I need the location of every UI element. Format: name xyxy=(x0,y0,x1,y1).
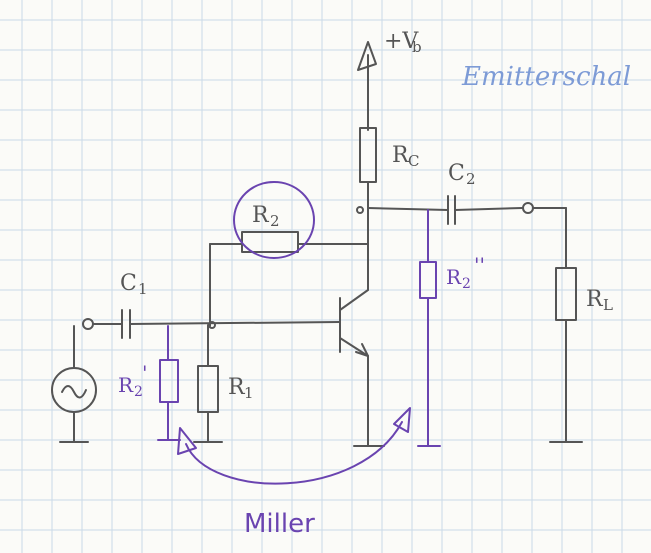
output-network: C 2 R L xyxy=(356,161,613,443)
miller-r2-output: R 2 '' xyxy=(417,209,485,447)
r2-highlight-circle xyxy=(233,181,315,259)
c2-label-sub: 2 xyxy=(466,170,476,188)
arrow-icon xyxy=(177,427,197,455)
r2p-label-mark: ' xyxy=(142,361,148,385)
page-heading: Emitterschal xyxy=(461,62,631,92)
supply-terminal: +V b xyxy=(357,29,422,131)
rl-label: R xyxy=(586,287,604,312)
resistor-r2: R 2 xyxy=(209,181,369,327)
resistor-rl xyxy=(555,267,577,321)
miller-arrow: Miller xyxy=(177,407,411,539)
resistor-r1 xyxy=(197,365,219,413)
c2-label: C xyxy=(448,161,465,186)
rc-label-sub: C xyxy=(408,152,419,170)
rc-label: R xyxy=(392,143,410,168)
input-network: C 1 R 1 xyxy=(51,271,341,443)
supply-label-sub: b xyxy=(412,38,422,56)
r2pp-label: R xyxy=(446,265,462,289)
arrow-icon xyxy=(393,407,411,433)
r2-label-sub: 2 xyxy=(270,212,280,230)
supply-label: +V xyxy=(384,29,419,54)
r2-label: R xyxy=(252,203,270,228)
c1-label: C xyxy=(120,271,137,296)
npn-transistor-icon xyxy=(339,243,385,447)
miller-label: Miller xyxy=(244,509,315,539)
resistor-rc: R C xyxy=(359,127,419,245)
r2pp-label-sub: 2 xyxy=(462,276,471,292)
rl-label-sub: L xyxy=(603,296,613,314)
r1-label: R xyxy=(228,375,246,400)
r2p-label: R xyxy=(118,373,134,397)
r2pp-label-mark: '' xyxy=(474,253,485,277)
miller-r2-input: R 2 ' xyxy=(118,325,181,441)
c1-label-sub: 1 xyxy=(138,280,148,298)
r1-label-sub: 1 xyxy=(244,384,254,402)
supply-arrow-icon xyxy=(357,41,377,71)
r2p-label-sub: 2 xyxy=(134,384,143,400)
